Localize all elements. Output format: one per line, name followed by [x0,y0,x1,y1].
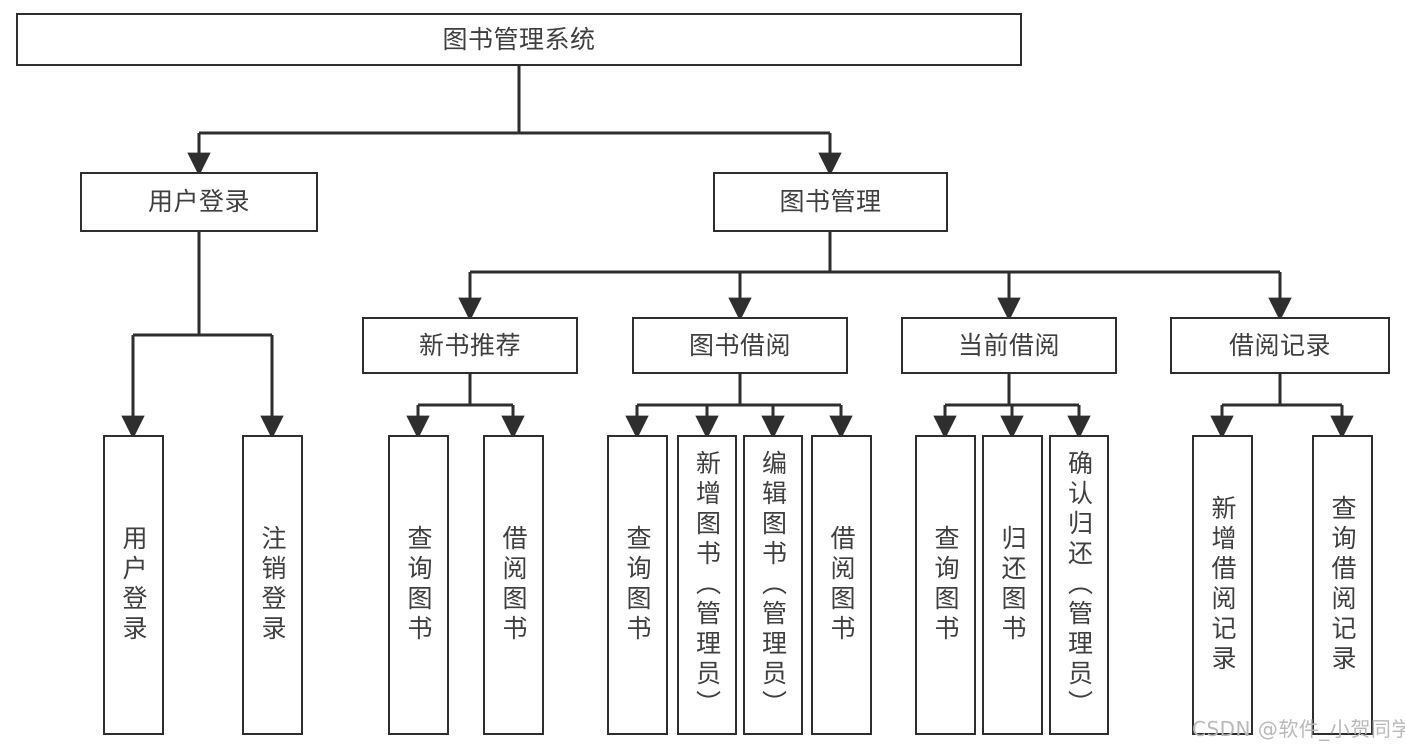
node-user-login[interactable]: 用户登录 [80,172,318,232]
node-label: 当前借阅 [957,330,1060,360]
node-leaf-query-book-3[interactable]: 查询图书 [915,435,976,735]
node-label: 借阅记录 [1228,330,1331,360]
node-label: 查询图书 [623,525,652,645]
node-label: 注销登录 [258,525,287,645]
node-leaf-confirm-return[interactable]: 确认归还（管理员） [1049,435,1109,735]
node-new-book-recommend[interactable]: 新书推荐 [362,317,578,374]
node-leaf-query-book-1[interactable]: 查询图书 [388,435,449,735]
node-label: 查询图书 [931,525,960,645]
node-label: 新增借阅记录 [1208,495,1237,675]
node-leaf-query-book-2[interactable]: 查询图书 [607,435,668,735]
node-leaf-return-book[interactable]: 归还图书 [982,435,1043,735]
node-label: 用户登录 [119,525,148,645]
node-label: 新增图书（管理员） [692,450,722,720]
node-leaf-borrow-book-2[interactable]: 借阅图书 [811,435,872,735]
node-book-borrow[interactable]: 图书借阅 [632,317,848,374]
node-leaf-add-book[interactable]: 新增图书（管理员） [677,435,737,735]
node-book-manage[interactable]: 图书管理 [713,172,948,232]
node-current-borrow[interactable]: 当前借阅 [901,317,1117,374]
node-label: 图书借阅 [688,330,791,360]
node-leaf-user-login[interactable]: 用户登录 [103,435,164,735]
node-leaf-user-logout[interactable]: 注销登录 [242,435,303,735]
node-leaf-edit-book[interactable]: 编辑图书（管理员） [743,435,803,735]
node-label: 查询图书 [404,525,433,645]
node-root-system[interactable]: 图书管理系统 [16,13,1022,66]
node-label: 新书推荐 [418,330,521,360]
node-label: 查询借阅记录 [1328,495,1357,675]
node-label: 借阅图书 [827,525,856,645]
node-leaf-query-record[interactable]: 查询借阅记录 [1312,435,1373,735]
node-label: 用户登录 [147,187,250,217]
node-label: 图书管理系统 [442,24,596,54]
node-leaf-add-record[interactable]: 新增借阅记录 [1192,435,1253,735]
node-label: 归还图书 [998,525,1027,645]
csdn-watermark: CSDN @软件_小贺同学 [1192,717,1405,741]
node-label: 确认归还（管理员） [1064,450,1094,720]
node-label: 图书管理 [779,187,882,217]
node-label: 借阅图书 [499,525,528,645]
node-label: 编辑图书（管理员） [758,450,788,720]
node-leaf-borrow-book-1[interactable]: 借阅图书 [483,435,544,735]
node-borrow-record[interactable]: 借阅记录 [1170,317,1390,374]
